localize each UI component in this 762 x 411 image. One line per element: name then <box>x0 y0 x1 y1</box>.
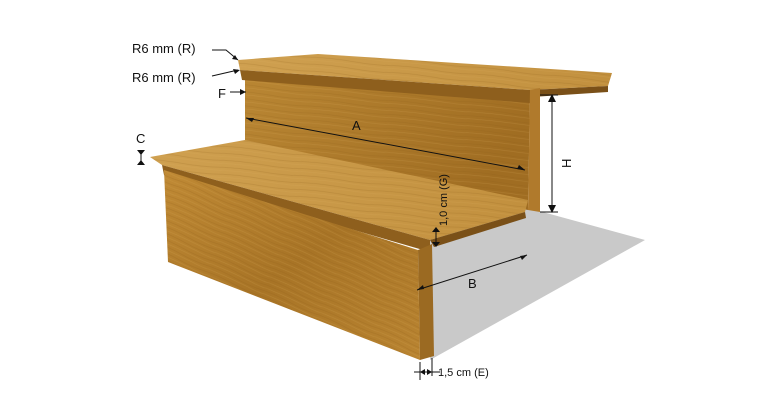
f-dimension: F <box>218 86 246 101</box>
h-dimension: H <box>540 94 574 213</box>
lower-tread <box>150 140 528 252</box>
r-front-dimension: R6 mm (R) <box>132 69 240 85</box>
e-label: 1,5 cm (E) <box>438 367 489 379</box>
front-riser <box>164 170 434 360</box>
a-dimension: A <box>245 117 526 171</box>
f-label: F <box>218 86 226 101</box>
r-front-label: R6 mm (R) <box>132 70 196 85</box>
ground-shadow <box>430 208 645 360</box>
h-label: H <box>559 159 574 168</box>
g-dimension: 1,0 cm (G) <box>432 174 450 247</box>
r-top-dimension: R6 mm (R) <box>132 41 239 61</box>
c-dimension: C <box>136 131 145 165</box>
b-label: B <box>468 276 477 291</box>
e-dimension: 1,5 cm (E) <box>414 358 489 380</box>
upper-tread <box>238 54 612 212</box>
c-label: C <box>136 131 145 146</box>
b-dimension: B <box>416 254 528 291</box>
a-label: A <box>352 118 361 133</box>
g-label: 1,0 cm (G) <box>438 174 450 226</box>
r-top-label: R6 mm (R) <box>132 41 196 56</box>
